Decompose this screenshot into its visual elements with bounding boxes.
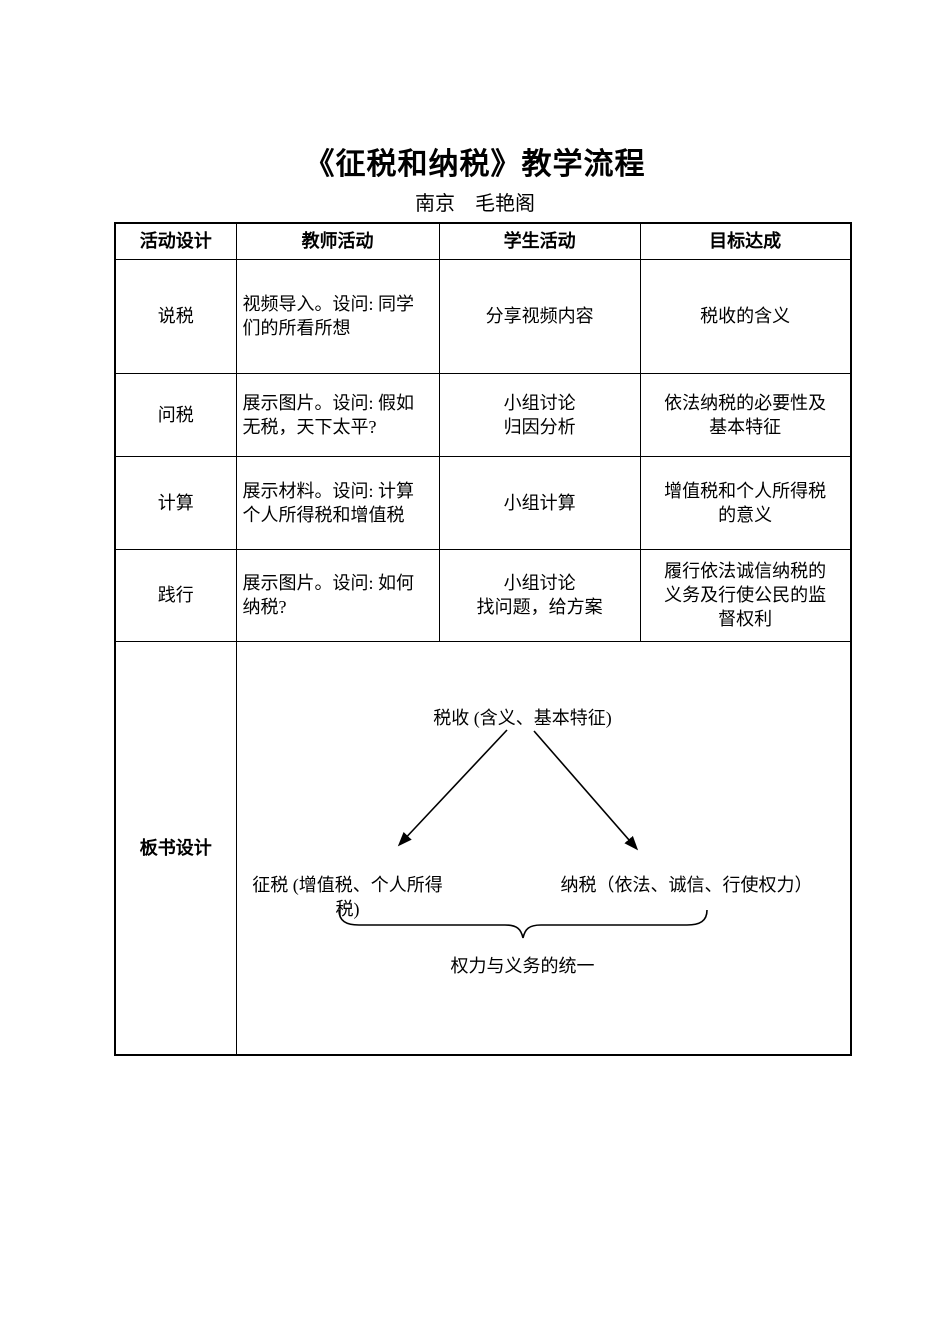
cell-teacher: 视频导入。设问: 同学 们的所看所想 xyxy=(235,258,440,374)
diagram-node-unity-statement: 权力与义务的统一 xyxy=(450,955,595,976)
underbrace-icon xyxy=(337,909,708,938)
table-row: 计算 展示材料。设问: 计算 个人所得税和增值税 小组计算 增值税和个人所得税 … xyxy=(114,455,852,550)
cell-teacher: 展示材料。设问: 计算 个人所得税和增值税 xyxy=(235,455,440,550)
down-left-arrow-icon xyxy=(397,728,508,846)
column-header-teacher: 教师活动 xyxy=(235,222,440,260)
cell-activity: 问税 xyxy=(114,372,237,457)
cell-target: 依法纳税的必要性及 基本特征 xyxy=(639,372,852,457)
table-row: 说税 视频导入。设问: 同学 们的所看所想 分享视频内容 税收的含义 xyxy=(114,258,852,374)
cell-student: 分享视频内容 xyxy=(438,258,641,374)
cell-activity: 践行 xyxy=(114,548,237,642)
cell-student: 小组计算 xyxy=(438,455,641,550)
down-right-arrow-icon xyxy=(532,729,638,850)
board-design-row: 板书设计 税收 (含义、基本特征) 征税 (增值税、个人所得税) 纳税（依法、诚… xyxy=(114,640,851,1055)
column-header-target: 目标达成 xyxy=(639,222,852,260)
cell-teacher: 展示图片。设问: 假如 无税，天下太平? xyxy=(235,372,440,457)
cell-student: 小组讨论 找问题，给方案 xyxy=(438,548,641,642)
board-design-diagram: 税收 (含义、基本特征) 征税 (增值税、个人所得税) 纳税（依法、诚信、行使权… xyxy=(243,668,844,1028)
cell-activity: 计算 xyxy=(114,455,237,550)
cell-activity: 说税 xyxy=(114,258,237,374)
cell-target: 税收的含义 xyxy=(639,258,852,374)
lesson-plan-table: 活动设计 教师活动 学生活动 目标达成 说税 视频导入。设问: 同学 们的所看所… xyxy=(114,222,852,1056)
diagram-arrows xyxy=(397,728,638,850)
board-design-cell: 税收 (含义、基本特征) 征税 (增值税、个人所得税) 纳税（依法、诚信、行使权… xyxy=(235,640,851,1055)
document-author: 南京 毛艳阁 xyxy=(415,193,535,215)
table-header-row: 活动设计 教师活动 学生活动 目标达成 xyxy=(114,222,852,260)
column-header-activity: 活动设计 xyxy=(114,222,237,260)
document-title: 《征税和纳税》教学流程 xyxy=(304,148,646,181)
cell-student: 小组讨论 归因分析 xyxy=(438,372,641,457)
diagram-node-tax-revenue: 税收 (含义、基本特征) xyxy=(433,707,612,728)
board-design-label: 板书设计 xyxy=(114,640,237,1055)
cell-teacher: 展示图片。设问: 如何 纳税? xyxy=(235,548,440,642)
table-row: 问税 展示图片。设问: 假如 无税，天下太平? 小组讨论 归因分析 依法纳税的必… xyxy=(114,372,852,457)
cell-target: 履行依法诚信纳税的 义务及行使公民的监 督权利 xyxy=(639,548,852,642)
diagram-node-tax-collection: 征税 (增值税、个人所得税) xyxy=(252,874,443,919)
cell-target: 增值税和个人所得税 的意义 xyxy=(639,455,852,550)
table-row: 践行 展示图片。设问: 如何 纳税? 小组讨论 找问题，给方案 履行依法诚信纳税… xyxy=(114,548,852,642)
column-header-student: 学生活动 xyxy=(438,222,641,260)
diagram-node-tax-payment: 纳税（依法、诚信、行使权力） xyxy=(560,874,813,895)
